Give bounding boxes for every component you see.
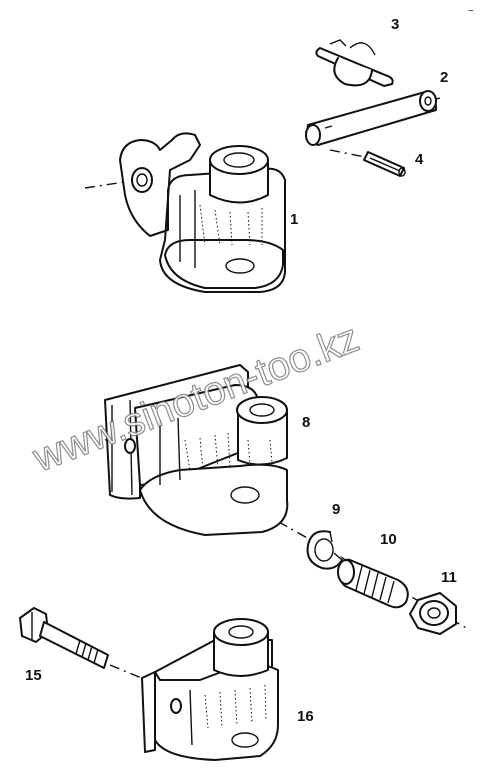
- callout-10: 10: [380, 531, 397, 548]
- callout-1: 1: [290, 211, 298, 228]
- callout-2: 2: [440, 69, 448, 86]
- clevis-assembly-middle: [104, 364, 471, 635]
- callout-15: 15: [25, 667, 42, 684]
- callout-9: 9: [332, 501, 340, 518]
- callout-4: 4: [415, 151, 424, 168]
- corner-mark: ~: [468, 6, 474, 17]
- roll-pin-4: [363, 151, 406, 177]
- callout-8: 8: [302, 414, 310, 431]
- threaded-bushing-10: [337, 558, 409, 609]
- pin-2: [305, 90, 438, 146]
- hex-nut-11: [409, 592, 457, 635]
- bolt-15: [19, 607, 109, 669]
- callout-16: 16: [297, 708, 314, 725]
- lynch-pin-3: [315, 39, 394, 87]
- callout-11: 11: [441, 569, 457, 586]
- circlip-9: [306, 530, 343, 570]
- clevis-plate-8: [104, 364, 289, 536]
- clevis-body-1: [119, 132, 286, 293]
- clevis-assembly-top: [84, 39, 441, 293]
- callout-3: 3: [391, 16, 399, 33]
- clevis-block-16: [141, 618, 279, 761]
- clevis-assembly-bottom: [19, 607, 279, 761]
